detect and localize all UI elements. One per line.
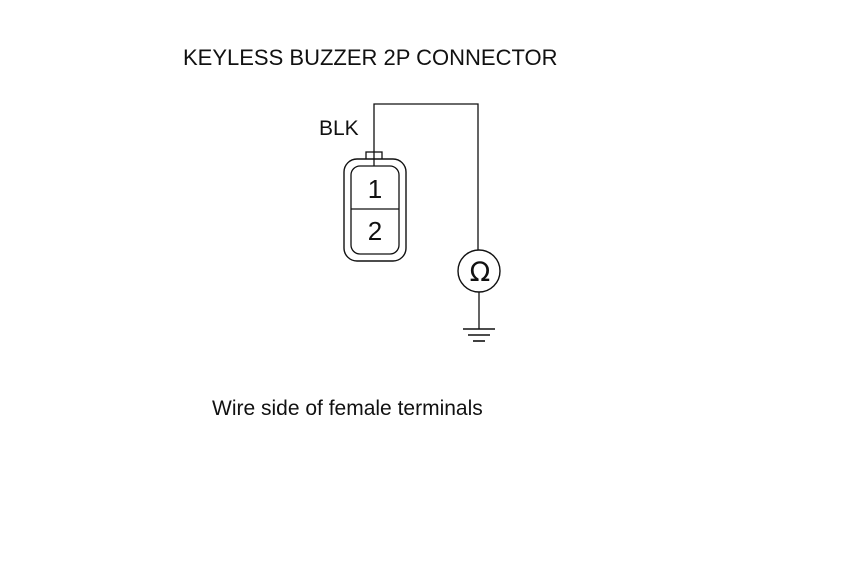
connector-inner-shell	[350, 165, 400, 255]
ohmmeter-icon: Ω	[457, 249, 501, 293]
ohm-symbol: Ω	[470, 257, 491, 288]
terminal-2-label: 2	[368, 216, 382, 246]
diagram-title: KEYLESS BUZZER 2P CONNECTOR	[183, 45, 558, 70]
wire-color-label: BLK	[319, 117, 359, 140]
terminal-1-label: 1	[368, 174, 382, 204]
test-wire	[373, 103, 479, 250]
diagram-caption: Wire side of female terminals	[212, 397, 483, 420]
ground-icon	[463, 328, 495, 342]
connector-icon: 1 2	[343, 151, 407, 262]
